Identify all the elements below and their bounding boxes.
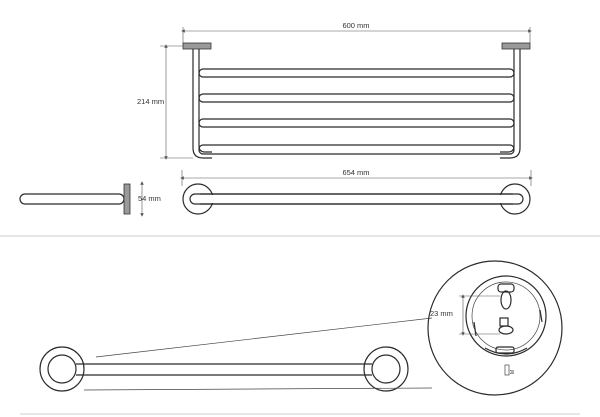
rail-2 xyxy=(198,93,515,103)
detail-mark-box xyxy=(504,364,510,376)
front-view: 600 mm 214 mm 654 mm xyxy=(137,21,533,186)
side-view-mount xyxy=(123,183,131,215)
detail-view: 23 mm M xyxy=(427,260,563,396)
rail-4 xyxy=(198,144,515,155)
bottom-mount-left-outer xyxy=(39,346,85,392)
leader-line xyxy=(83,387,433,391)
leader-line xyxy=(95,317,433,358)
detail-side-mark: M xyxy=(510,370,516,374)
side-support-right xyxy=(500,49,521,159)
dim-width-total-label: 654 mm xyxy=(342,168,369,177)
detail-bar-section xyxy=(484,347,528,355)
dim-detail-label: 23 mm xyxy=(430,309,453,318)
side-view-bar xyxy=(19,193,125,205)
detail-tab-top xyxy=(497,283,515,293)
dim-height-label: 214 mm xyxy=(137,97,164,106)
bottom-mount-right-outer xyxy=(363,346,409,392)
detail-clip-right xyxy=(539,309,543,323)
detail-screw-hole xyxy=(499,317,509,327)
detail-slot-lower xyxy=(498,325,514,335)
detail-circle xyxy=(427,260,563,396)
detail-clip-left xyxy=(473,321,477,337)
detail-mount-outer xyxy=(465,275,547,357)
bottom-mount-right-inner xyxy=(371,354,401,384)
top-view xyxy=(182,183,531,215)
bottom-mount-left-inner xyxy=(47,354,77,384)
detail-bar-end xyxy=(495,346,515,354)
side-support-left xyxy=(192,49,212,159)
rail-3 xyxy=(198,118,515,128)
top-view-bar-fill xyxy=(202,195,513,203)
rail-1 xyxy=(198,68,515,78)
bottom-view xyxy=(39,317,433,392)
side-support-left-inner xyxy=(198,49,212,153)
side-support-right-inner xyxy=(500,49,515,153)
detail-slot-upper xyxy=(500,290,512,310)
detail-mount-inner xyxy=(471,281,541,351)
side-view: 54 mm xyxy=(19,181,161,217)
wall-mount-right xyxy=(501,42,531,50)
wall-mount-left xyxy=(182,42,212,50)
dim-depth-label: 54 mm xyxy=(138,194,161,203)
dim-width-top-label: 600 mm xyxy=(342,21,369,30)
